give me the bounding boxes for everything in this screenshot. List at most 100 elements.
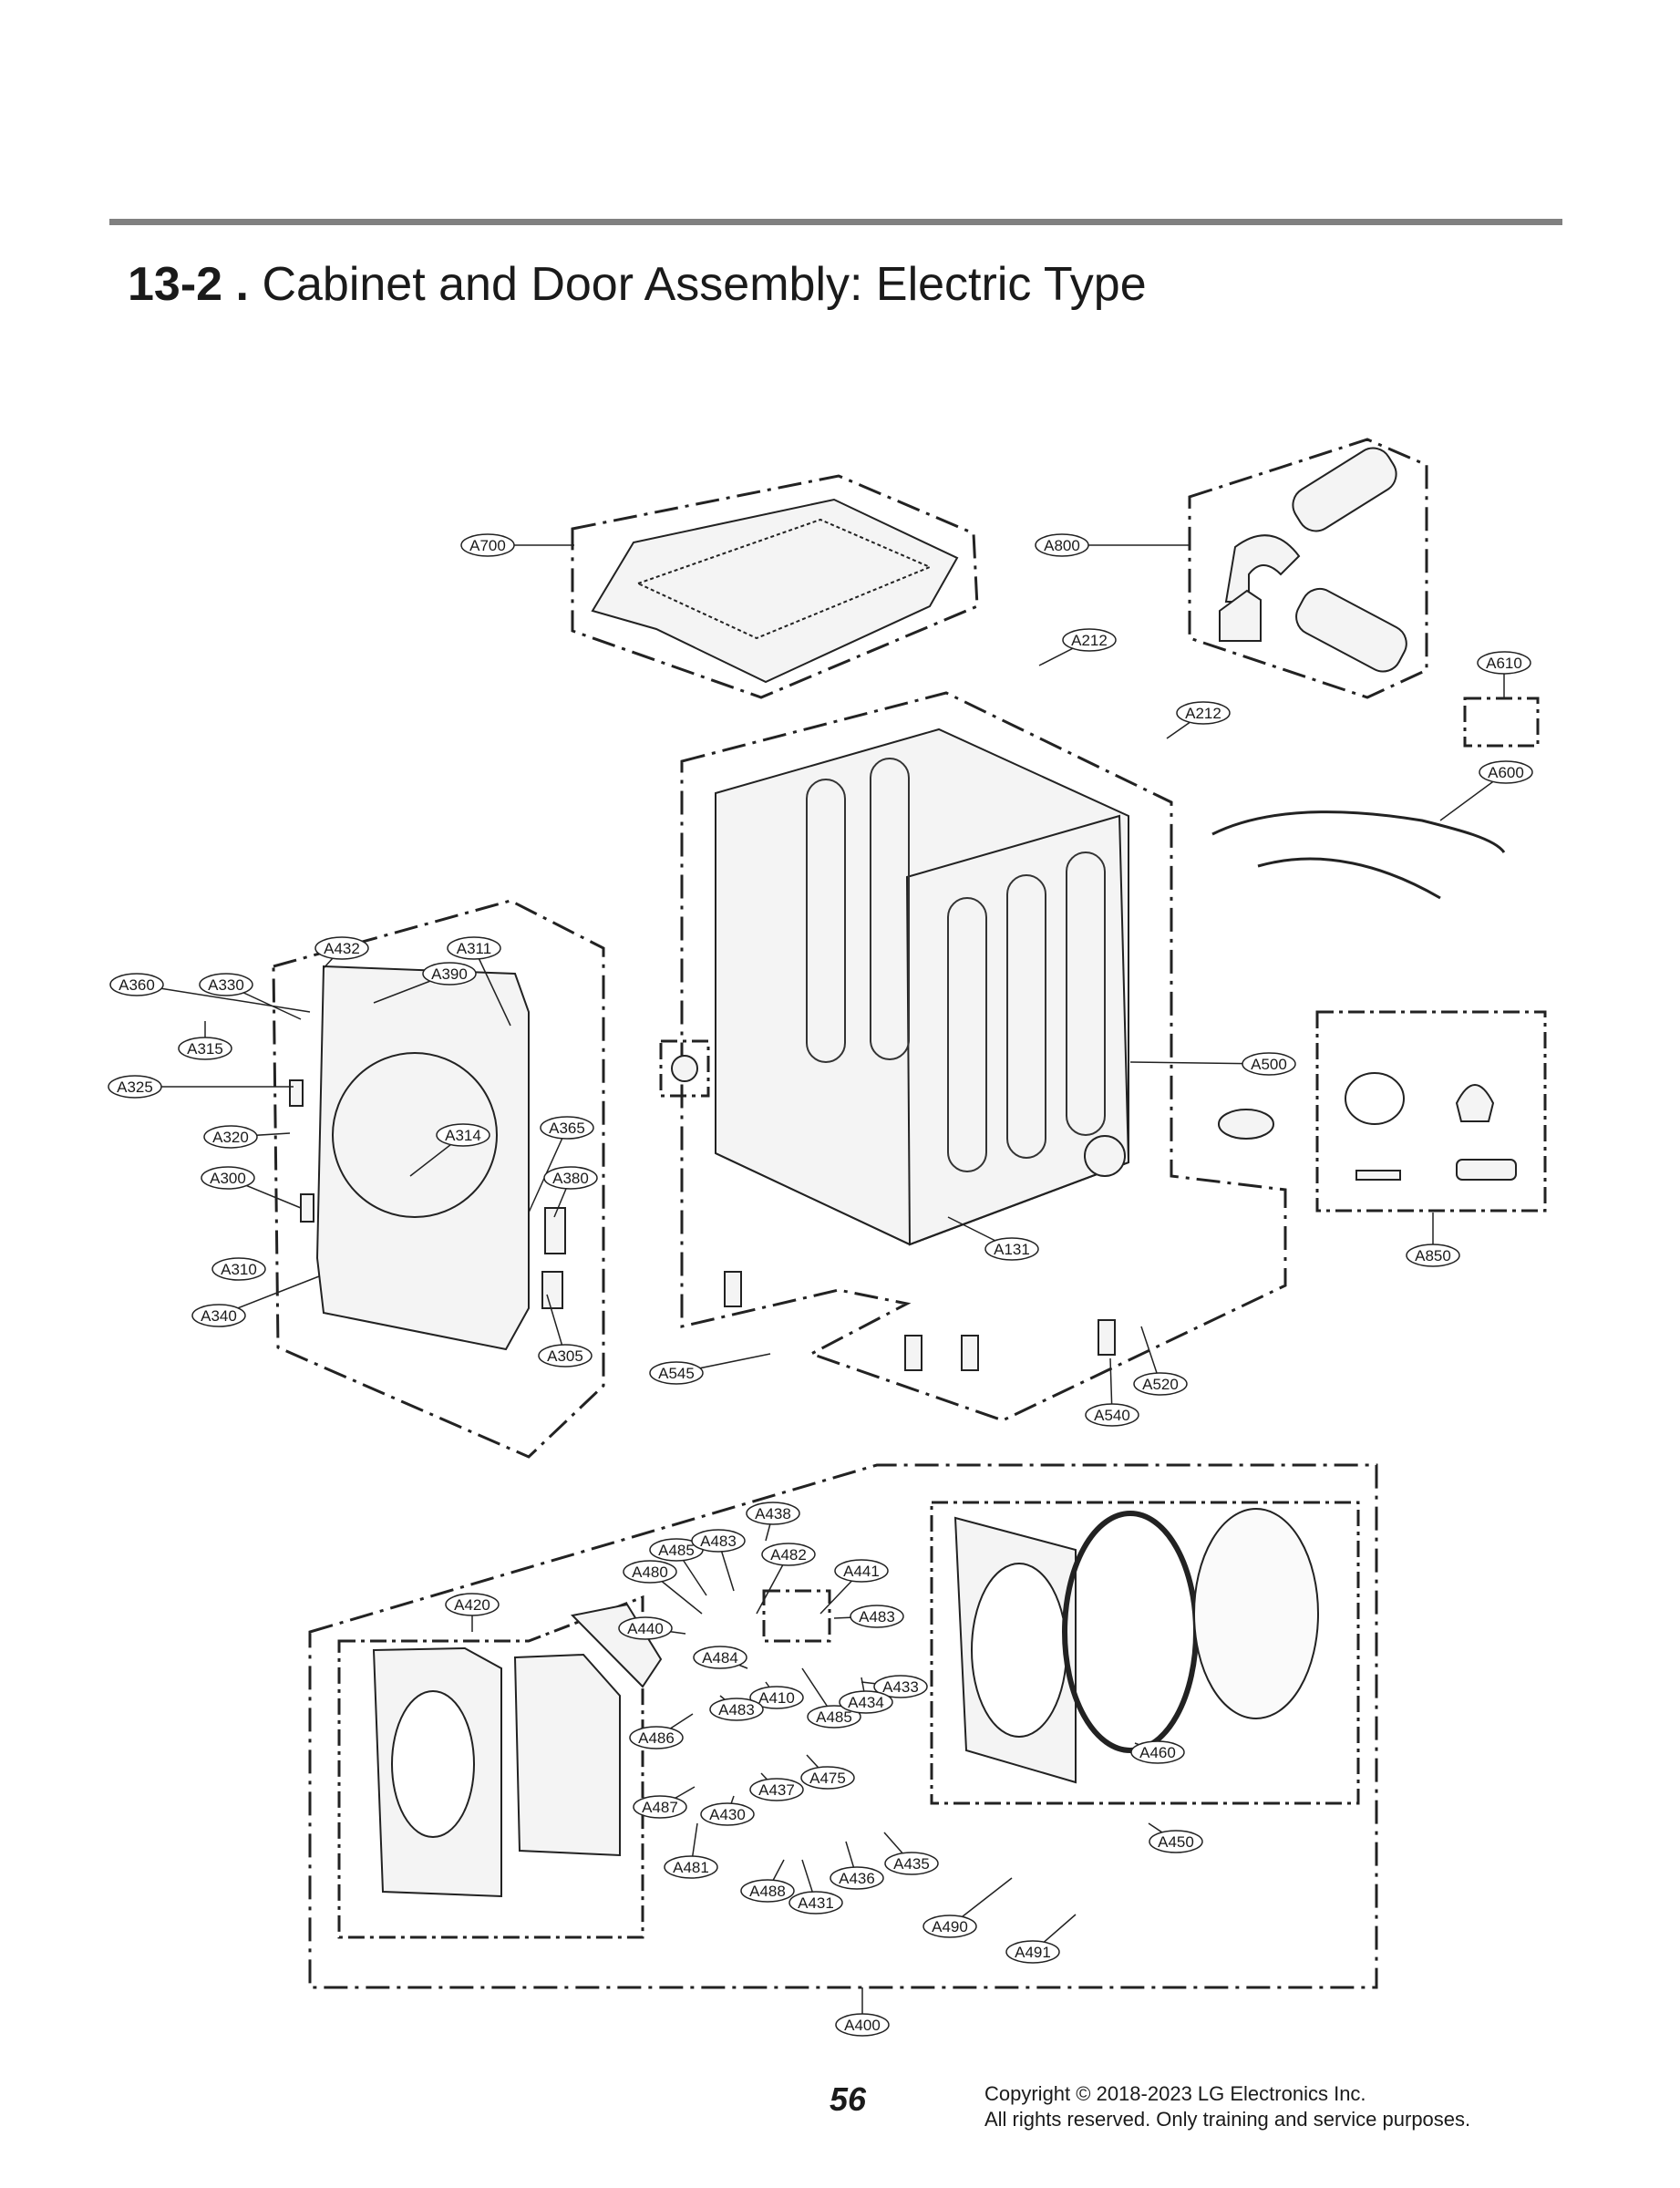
door-glass-bowl	[1193, 1508, 1319, 1719]
callout-a320: A320	[203, 1125, 291, 1149]
header-rule	[109, 219, 1562, 225]
group-border-door-assembly	[308, 1463, 1378, 1989]
callout-a500: A500	[1129, 1052, 1296, 1076]
callout-a440: A440	[618, 1616, 686, 1640]
callout-label: A850	[1415, 1247, 1451, 1264]
rights-line: All rights reserved. Only training and s…	[984, 2108, 1471, 2131]
assembly-group-borders	[272, 438, 1428, 1989]
callout-a430: A430	[700, 1795, 755, 1826]
callout-label: A300	[210, 1170, 246, 1187]
callout-oval	[984, 1237, 1039, 1261]
callout-label: A610	[1486, 655, 1522, 672]
callout-a450: A450	[1148, 1822, 1203, 1853]
callout-label: A430	[709, 1806, 746, 1823]
callout-label: A488	[749, 1883, 786, 1900]
callout-a431: A431	[788, 1859, 843, 1914]
callout-a131: A131	[947, 1216, 1039, 1261]
callout-label: A320	[212, 1129, 249, 1146]
callout-oval	[835, 2013, 890, 2037]
callout-a390: A390	[373, 962, 477, 1004]
callout-oval	[436, 1123, 490, 1147]
callout-label: A315	[187, 1040, 223, 1058]
part-drawings	[289, 447, 1517, 1898]
callout-a475: A475	[800, 1754, 855, 1790]
callout-oval	[749, 1778, 804, 1801]
callout-label: A520	[1142, 1376, 1179, 1393]
top-panel-part	[591, 498, 959, 684]
callout-oval	[447, 936, 501, 960]
callout-label: A475	[809, 1770, 846, 1787]
exhaust-duct-pipe-lower	[1295, 587, 1407, 673]
callout-label: A400	[844, 2017, 881, 2034]
callout-label: A600	[1488, 764, 1524, 781]
callout-label: A432	[324, 940, 360, 957]
callout-oval	[1005, 1940, 1060, 1964]
callout-label: A365	[549, 1120, 585, 1137]
callout-a300: A300	[201, 1166, 302, 1209]
callout-label: A437	[758, 1781, 795, 1799]
callout-label: A700	[469, 537, 506, 554]
callout-label: A314	[445, 1127, 481, 1144]
callout-oval	[693, 1646, 747, 1669]
callout-a600: A600	[1439, 760, 1533, 821]
leveling-legs	[724, 1271, 1116, 1371]
callout-a610: A610	[1477, 651, 1531, 697]
callout-label: A438	[755, 1505, 791, 1522]
callout-a432: A432	[314, 936, 369, 969]
callout-oval	[664, 1855, 718, 1879]
callout-label: A450	[1158, 1833, 1194, 1851]
callout-oval	[788, 1891, 843, 1914]
callout-label: A483	[859, 1608, 895, 1626]
callout-oval	[460, 533, 515, 557]
callout-oval	[538, 1344, 593, 1368]
accessory-anchor	[1456, 1159, 1517, 1181]
callout-a485: A485	[801, 1667, 861, 1729]
callout-label: A490	[932, 1918, 968, 1935]
callout-label: A481	[673, 1859, 709, 1876]
door-gasket	[1062, 1511, 1199, 1753]
callout-label: A484	[702, 1649, 738, 1667]
callout-a437: A437	[749, 1772, 804, 1801]
callout-a483: A483	[691, 1529, 746, 1592]
group-border-accessories	[1315, 1010, 1547, 1213]
callout-label: A380	[552, 1170, 589, 1187]
exhaust-duct-elbow	[1224, 534, 1301, 603]
callout-label: A435	[893, 1855, 930, 1873]
callout-a434: A434	[839, 1677, 893, 1714]
callout-a314: A314	[409, 1123, 490, 1177]
callout-a485: A485	[649, 1538, 707, 1596]
callout-oval	[746, 1502, 800, 1525]
sub-group-borders	[337, 697, 1547, 1939]
callout-oval	[834, 1559, 889, 1583]
callout-a540: A540	[1085, 1357, 1139, 1427]
accessory-clamp	[1455, 1084, 1495, 1122]
callout-oval	[1130, 1740, 1185, 1764]
callout-a460: A460	[1130, 1740, 1185, 1764]
callout-label: A212	[1071, 632, 1108, 649]
callout-oval	[422, 962, 477, 986]
callout-leader-line	[136, 984, 311, 1013]
callout-label: A434	[848, 1694, 884, 1711]
callout-a420: A420	[445, 1593, 500, 1632]
callout-label: A487	[642, 1799, 678, 1816]
page-title: 13-2 . Cabinet and Door Assembly: Electr…	[128, 257, 1147, 312]
callout-label: A460	[1139, 1744, 1176, 1761]
callout-a487: A487	[633, 1786, 696, 1819]
callout-oval	[709, 1698, 764, 1721]
callout-label: A800	[1044, 537, 1080, 554]
callout-oval	[1242, 1052, 1296, 1076]
callout-oval	[108, 1075, 162, 1099]
callout-oval	[1149, 1830, 1203, 1853]
callout-a488: A488	[740, 1859, 795, 1903]
callout-label: A340	[201, 1307, 237, 1325]
callout-oval	[109, 973, 164, 996]
callout-a436: A436	[830, 1841, 884, 1890]
callout-a480: A480	[623, 1560, 703, 1615]
callout-a438: A438	[746, 1502, 800, 1542]
callout-a435: A435	[883, 1832, 939, 1875]
callout-oval	[540, 1116, 594, 1140]
callout-oval	[850, 1605, 904, 1628]
front-panel-part	[315, 965, 530, 1351]
callout-label: A330	[208, 976, 244, 994]
